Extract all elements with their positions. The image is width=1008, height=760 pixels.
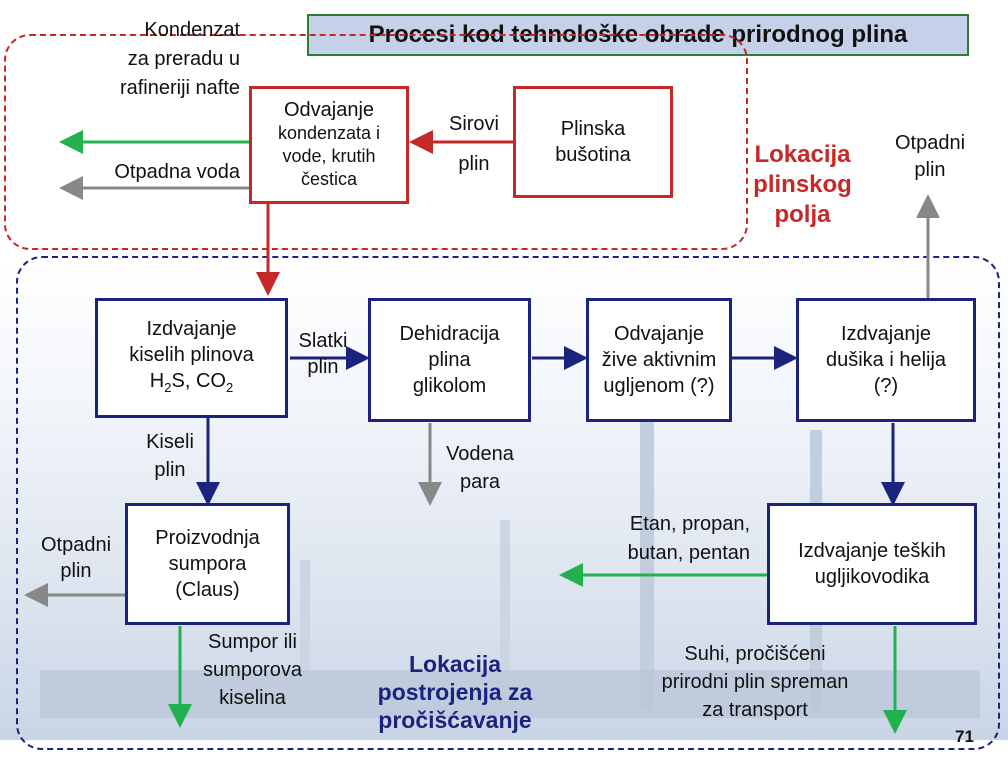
crane-silhouette	[500, 520, 510, 710]
box-line: Odvajanje	[613, 323, 705, 345]
acid-gas-formula: H2S, CO2	[149, 369, 234, 395]
box-line: Proizvodnja	[155, 527, 260, 549]
box-line: vode, krutih	[282, 146, 376, 166]
box-line: Plinska	[560, 118, 626, 140]
waste-water-label: Otpadna voda	[114, 161, 240, 183]
mercury-removal-box: Odvajanje žive aktivnim ugljenom (?)	[586, 298, 732, 422]
crane-silhouette	[300, 560, 310, 710]
box-line: čestica	[300, 169, 357, 189]
gas-well-box: Plinska bušotina	[513, 86, 673, 198]
dehydration-box: Dehidracija plina glikolom	[368, 298, 531, 422]
box-line: Izdvajanje	[840, 323, 932, 345]
crane-silhouette	[640, 410, 654, 710]
box-line: glikolom	[412, 375, 487, 397]
box-line: dušika i helija	[825, 349, 947, 371]
box-line: Dehidracija	[399, 323, 500, 345]
sulfur-production-box: Proizvodnja sumpora (Claus)	[125, 503, 290, 625]
box-line: (?)	[873, 375, 899, 397]
heavy-hydrocarbons-box: Izdvajanje teških ugljikovodika	[767, 503, 977, 625]
box-line: bušotina	[555, 144, 631, 166]
box-line: žive aktivnim	[601, 349, 717, 371]
box-line: (Claus)	[175, 579, 240, 601]
nitrogen-helium-box: Izdvajanje dušika i helija (?)	[796, 298, 976, 422]
box-line: Izdvajanje	[146, 317, 237, 340]
box-line: kiselih plinova	[129, 343, 254, 366]
box-line: sumpora	[168, 553, 247, 575]
box-line: Odvajanje	[283, 99, 375, 121]
ship-silhouette	[40, 670, 980, 718]
box-line: plina	[428, 349, 471, 371]
box-line: ugljenom (?)	[603, 375, 715, 397]
plant-location-zone	[16, 256, 1000, 750]
ngl-label: Etan, propan,butan, pentan	[627, 513, 750, 564]
page-number: 71	[955, 727, 974, 746]
box-line: ugljikovodika	[814, 566, 930, 588]
field-location-zone	[4, 34, 748, 250]
box-line: kondenzata i	[277, 123, 381, 143]
box-line: Izdvajanje teških	[798, 540, 946, 562]
acid-gas-removal-box: Izdvajanje kiselih plinova H2S, CO2	[95, 298, 288, 418]
